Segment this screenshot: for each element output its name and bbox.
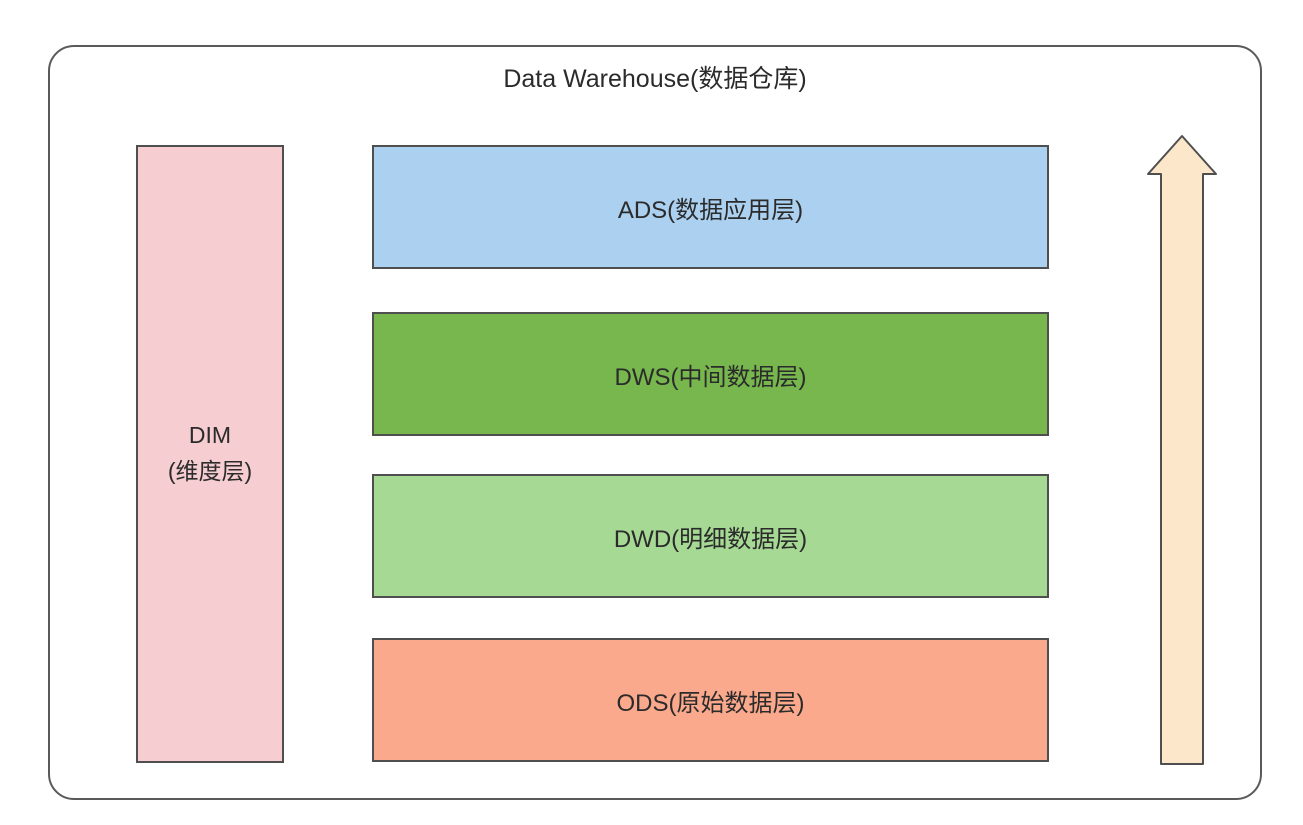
diagram-title: Data Warehouse(数据仓库) xyxy=(503,65,807,93)
layer-dws-label: DWS(中间数据层) xyxy=(614,363,807,391)
up-arrow-shape xyxy=(1147,135,1217,765)
dim-layer-box: DIM (维度层) xyxy=(136,145,284,763)
dim-label-acronym: DIM xyxy=(188,422,232,449)
warehouse-container: Data Warehouse(数据仓库) DIM (维度层) ADS(数据应用层… xyxy=(48,45,1262,800)
layer-dwd-box: DWD(明细数据层) xyxy=(372,474,1049,598)
layer-dws-box: DWS(中间数据层) xyxy=(372,312,1049,436)
layer-ads-label: ADS(数据应用层) xyxy=(617,196,804,224)
layer-ads-box: ADS(数据应用层) xyxy=(372,145,1049,269)
dim-label-chinese: (维度层) xyxy=(167,458,253,484)
layer-ods-label: ODS(原始数据层) xyxy=(616,689,805,717)
layer-dwd-label: DWD(明细数据层) xyxy=(613,525,808,553)
layer-ods-box: ODS(原始数据层) xyxy=(372,638,1049,762)
up-arrow-icon xyxy=(1146,134,1218,766)
